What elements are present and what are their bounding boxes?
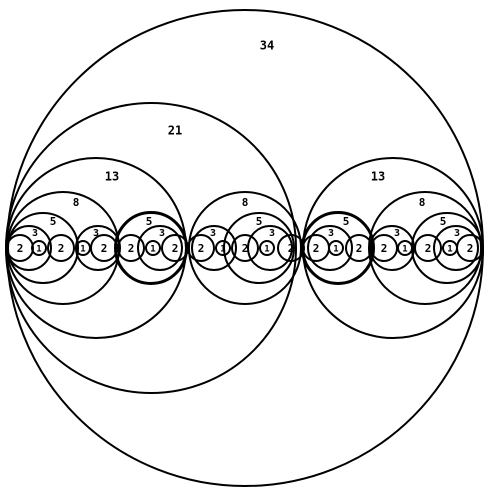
label-2: 2 (425, 242, 432, 255)
circle-2 (414, 234, 442, 262)
label-5: 5 (50, 215, 57, 228)
label-1: 1 (447, 245, 452, 255)
circle-5 (223, 212, 295, 284)
label-5: 5 (146, 215, 153, 228)
label-2: 2 (356, 242, 363, 255)
circle-1 (31, 240, 47, 256)
label-2: 2 (242, 242, 249, 255)
label-34: 34 (260, 39, 274, 53)
label-1: 1 (36, 245, 41, 255)
label-2: 2 (101, 242, 108, 255)
label-2: 2 (172, 242, 179, 255)
label-3: 3 (93, 228, 99, 239)
label-3: 3 (159, 228, 165, 239)
label-2: 2 (17, 242, 24, 255)
circle-1 (145, 240, 161, 256)
circle-2 (231, 234, 259, 262)
label-5: 5 (440, 215, 447, 228)
label-3: 3 (210, 228, 216, 239)
label-8: 8 (73, 196, 80, 209)
circle-3 (433, 225, 479, 271)
label-3: 3 (394, 228, 400, 239)
label-2: 2 (128, 242, 135, 255)
circle-2 (187, 234, 215, 262)
circle-3 (247, 225, 293, 271)
label-5: 5 (256, 215, 263, 228)
label-1: 1 (402, 245, 407, 255)
circle-1 (75, 240, 91, 256)
label-2: 2 (313, 242, 320, 255)
label-8: 8 (242, 196, 249, 209)
label-3: 3 (328, 228, 334, 239)
label-21: 21 (168, 124, 182, 138)
label-3: 3 (269, 228, 275, 239)
circle-1 (328, 240, 344, 256)
circle-2 (117, 234, 145, 262)
label-1: 1 (264, 245, 269, 255)
label-1: 1 (220, 245, 225, 255)
circle-1 (442, 240, 458, 256)
label-8: 8 (419, 196, 426, 209)
circle-2 (47, 234, 75, 262)
circle-1 (259, 240, 275, 256)
circle-3 (191, 225, 237, 271)
label-1: 1 (150, 245, 155, 255)
circle-3 (137, 225, 183, 271)
circle-1 (215, 240, 231, 256)
circle-3 (6, 225, 52, 271)
label-5: 5 (343, 215, 350, 228)
label-3: 3 (454, 228, 460, 239)
label-3: 3 (32, 228, 38, 239)
circle-3 (307, 225, 353, 271)
label-13-right: 13 (371, 170, 385, 184)
label-13-left: 13 (105, 170, 119, 184)
label-2: 2 (198, 242, 205, 255)
label-1: 1 (333, 245, 338, 255)
label-2: 2 (467, 242, 474, 255)
label-2: 2 (381, 242, 388, 255)
label-2: 2 (58, 242, 65, 255)
label-2: 2 (288, 242, 295, 255)
circle-1 (397, 240, 413, 256)
label-1: 1 (80, 245, 85, 255)
